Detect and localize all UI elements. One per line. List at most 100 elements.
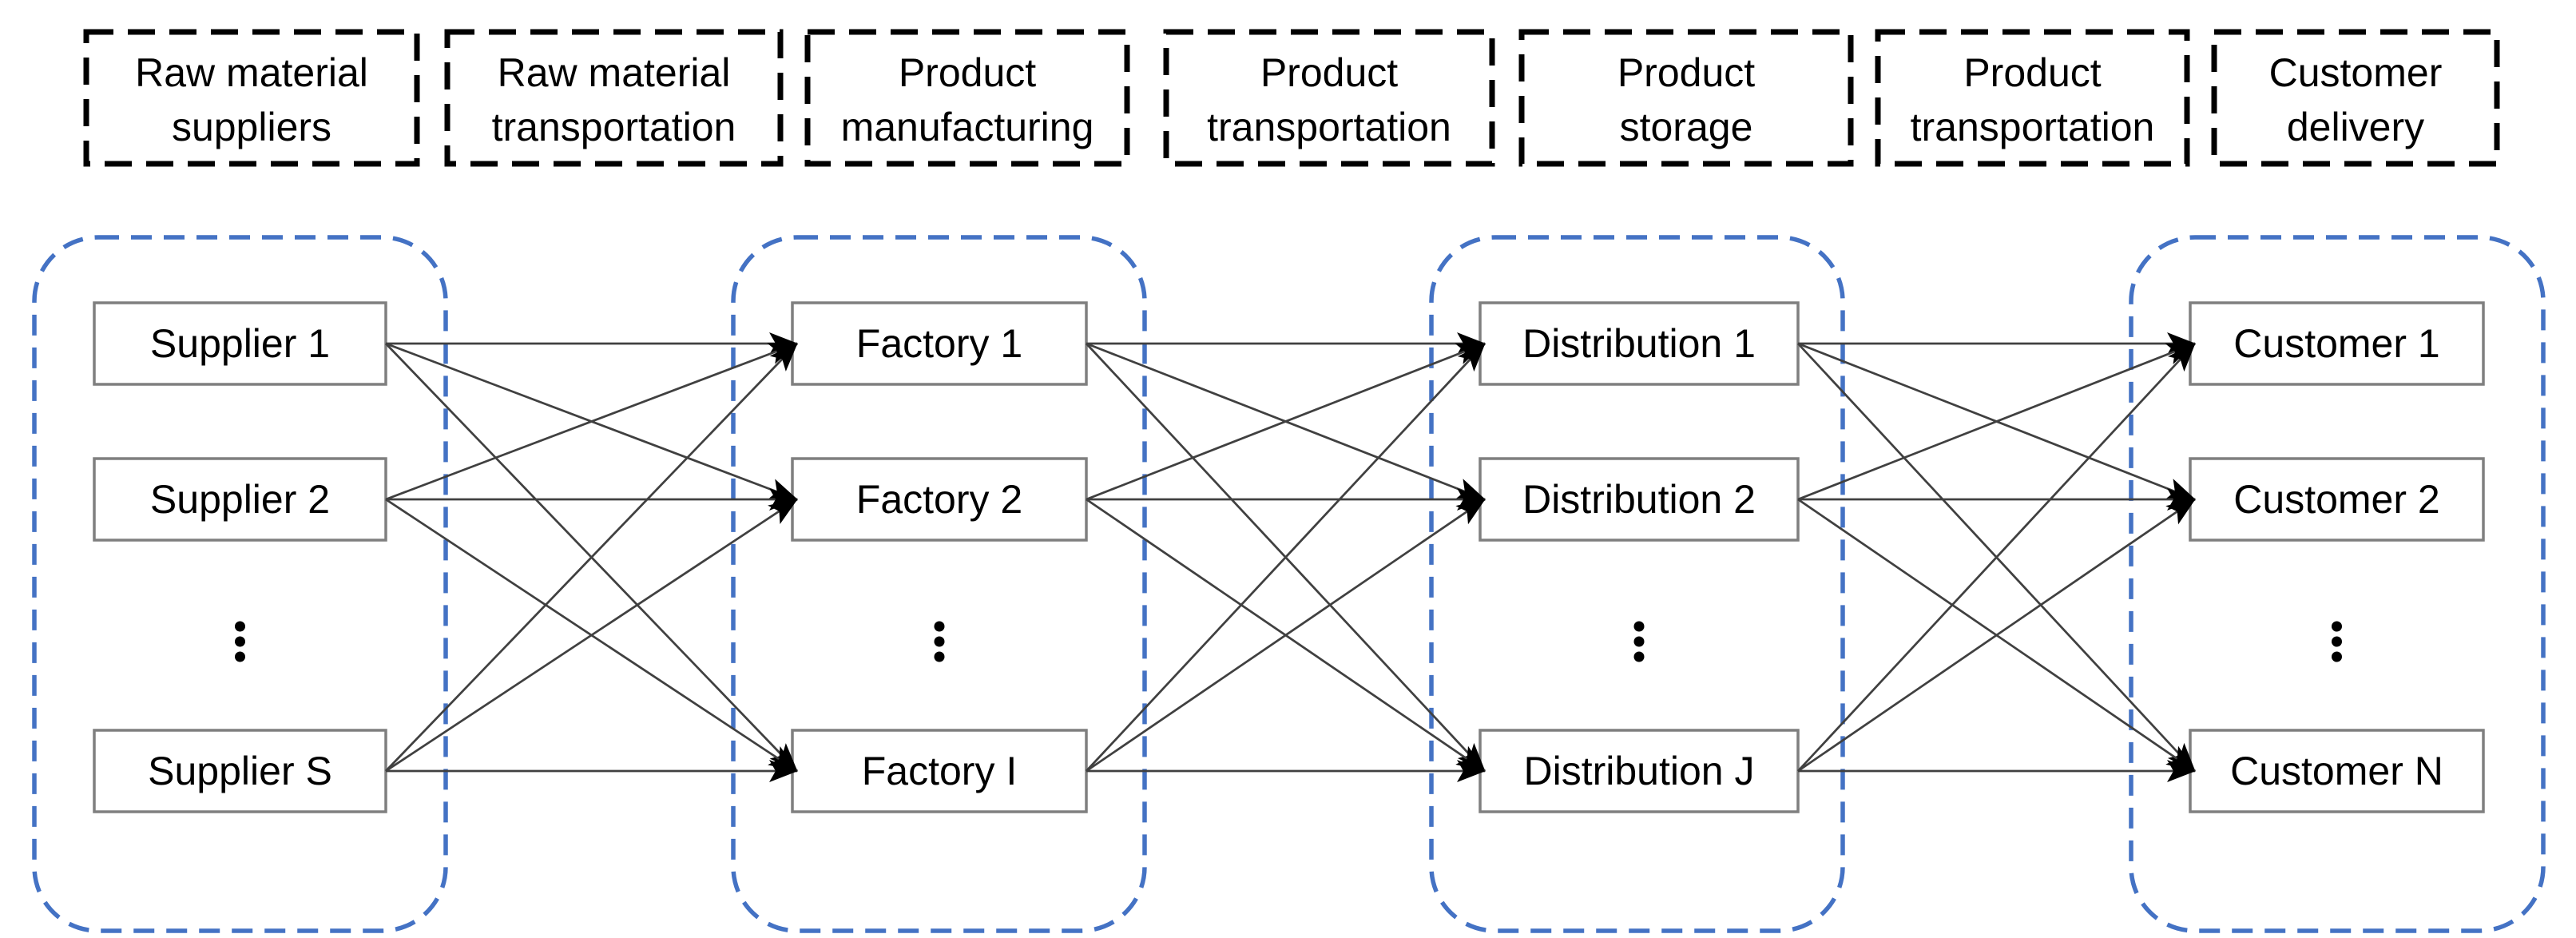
tier-nodes-factories: Factory 1 Factory 2 Factory I — [791, 301, 1088, 813]
stage-product-manufacturing: Product manufacturing — [804, 29, 1130, 167]
node-label: Supplier 1 — [150, 321, 330, 366]
node-supplier-2: Supplier 2 — [93, 457, 387, 542]
flow-arrow — [1797, 498, 2196, 773]
arrows-suppliers-to-factories — [385, 332, 798, 782]
stage-label-line2: storage — [1620, 105, 1753, 149]
stage-label-line2: suppliers — [172, 105, 331, 149]
node-customer-1: Customer 1 — [2189, 301, 2485, 386]
stage-product-transportation: Product transportation — [1875, 29, 2190, 167]
flow-arrow — [1797, 342, 2196, 501]
stage-box-border — [83, 29, 420, 167]
node-box — [93, 301, 387, 386]
stage-label-line1: Raw material — [498, 50, 731, 95]
stage-box-border — [2211, 29, 2500, 167]
node-label: Supplier 2 — [150, 477, 330, 522]
stage-label-line1: Product — [1963, 50, 2101, 95]
tier-group-border-factories — [731, 235, 1147, 933]
tier-group-distribution — [1429, 235, 1845, 933]
node-label: Factory 2 — [856, 477, 1022, 522]
stage-label-layer: Raw material suppliers Raw material transpo… — [83, 29, 2500, 167]
stage-label-line1: Product — [1617, 50, 1755, 95]
ellipsis-dot — [934, 636, 945, 647]
stage-raw-material-suppliers: Raw material suppliers — [83, 29, 420, 167]
node-box — [791, 457, 1088, 542]
node-box — [2189, 301, 2485, 386]
tier-nodes-suppliers: Supplier 1 Supplier 2 Supplier S — [93, 301, 387, 813]
ellipsis-dot — [2332, 636, 2342, 647]
ellipsis-dot — [235, 621, 245, 632]
tier-group-customers — [2129, 235, 2546, 933]
arrows-distribution-to-customers — [1796, 332, 2197, 782]
node-factory-i: Factory I — [791, 729, 1088, 813]
flow-arrow — [385, 498, 798, 773]
node-label: Supplier S — [148, 749, 332, 793]
stage-box-border — [1875, 29, 2190, 167]
tier-group-factories — [731, 235, 1147, 933]
stage-label-line1: Raw material — [135, 50, 368, 95]
node-supplier-1: Supplier 1 — [93, 301, 387, 386]
stage-customer-delivery: Customer delivery — [2211, 29, 2500, 167]
flow-arrow — [385, 343, 798, 772]
tier-nodes-distribution: Distribution 1 Distribution 2 Distribution… — [1479, 301, 1800, 813]
node-label: Distribution J — [1524, 749, 1755, 793]
tier-group-border-suppliers — [32, 235, 448, 933]
stage-label-line2: manufacturing — [841, 105, 1094, 149]
stage-label-line1: Customer — [2269, 50, 2443, 95]
stage-label-line2: transportation — [492, 105, 736, 149]
stage-label-line1: Product — [899, 50, 1036, 95]
tier-nodes-customers: Customer 1 Customer 2 Customer N — [2189, 301, 2485, 813]
node-supplier-s: Supplier S — [93, 729, 387, 813]
node-factory-1: Factory 1 — [791, 301, 1088, 386]
node-box — [2189, 457, 2485, 542]
vertical-ellipsis-icon — [2332, 621, 2342, 662]
node-distribution-2: Distribution 2 — [1479, 457, 1800, 542]
arrows-factories-to-distribution — [1085, 332, 1486, 782]
node-box — [93, 457, 387, 542]
flow-arrow — [1085, 343, 1486, 772]
node-distribution-1: Distribution 1 — [1479, 301, 1800, 386]
stage-label-line2: transportation — [1207, 105, 1451, 149]
node-label: Factory 1 — [856, 321, 1022, 366]
ellipsis-dot — [1633, 621, 1645, 632]
tier-group-border-distribution — [1429, 235, 1845, 933]
node-label: Customer N — [2230, 749, 2443, 793]
ellipsis-dot — [934, 621, 945, 632]
stage-label-line2: delivery — [2287, 105, 2424, 149]
ellipsis-dot — [2332, 651, 2342, 662]
stage-raw-material-transportation: Raw material transportation — [444, 29, 784, 167]
flow-arrow — [1086, 342, 1486, 501]
stage-box-border — [444, 29, 784, 167]
node-label: Distribution 2 — [1522, 477, 1756, 522]
node-customer-2: Customer 2 — [2189, 457, 2485, 542]
node-factory-2: Factory 2 — [791, 457, 1088, 542]
tier-group-layer — [32, 235, 2546, 933]
ellipsis-dot — [2332, 621, 2342, 632]
tier-group-suppliers — [32, 235, 448, 933]
flow-arrow — [385, 342, 798, 501]
stage-product-transportation: Product transportation — [1163, 29, 1495, 167]
node-label: Factory I — [862, 749, 1017, 793]
vertical-ellipsis-icon — [934, 621, 945, 662]
stage-label-line2: transportation — [1911, 105, 2155, 149]
stage-product-storage: Product storage — [1518, 29, 1854, 167]
node-label: Distribution 1 — [1522, 321, 1756, 366]
node-label: Customer 1 — [2233, 321, 2439, 366]
vertical-ellipsis-icon — [235, 621, 245, 662]
node-label: Customer 2 — [2233, 477, 2439, 522]
node-customer-n: Customer N — [2189, 729, 2485, 813]
node-distribution-j: Distribution J — [1479, 729, 1800, 813]
ellipsis-dot — [1633, 636, 1645, 647]
ellipsis-dot — [1633, 651, 1645, 662]
ellipsis-dot — [235, 636, 245, 647]
flow-arrow — [1086, 498, 1486, 773]
node-box — [1479, 729, 1800, 813]
arrow-layer — [385, 332, 2197, 782]
ellipsis-dot — [934, 651, 945, 662]
flow-arrow — [1796, 343, 2197, 772]
ellipsis-dot — [235, 651, 245, 662]
vertical-ellipsis-icon — [1633, 621, 1645, 662]
stage-label-line1: Product — [1260, 50, 1398, 95]
